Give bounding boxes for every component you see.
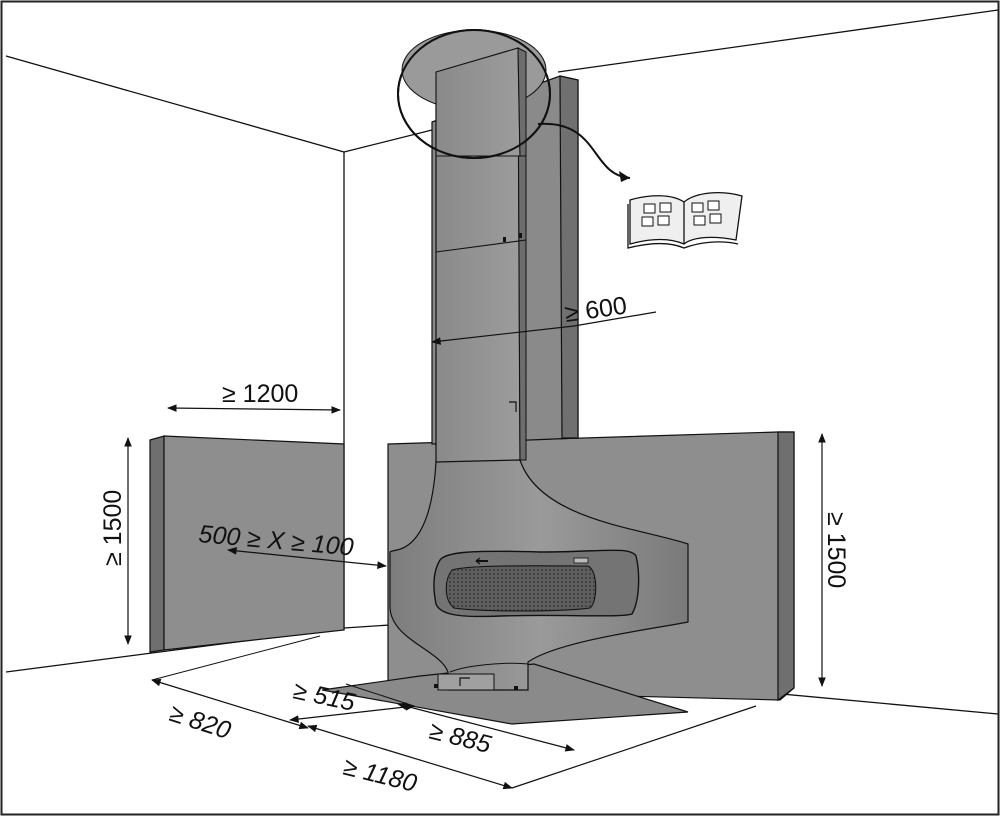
label-height-1500-right: ≥ 1500 (822, 512, 850, 588)
label-width-1200: ≥ 1200 (222, 380, 298, 408)
side-wall-panel (149, 435, 345, 653)
dim-line-1200 (167, 404, 341, 414)
open-book-icon (627, 191, 743, 249)
label-depth-1180: ≥ 1180 (341, 753, 420, 798)
dim-line-600 (431, 325, 575, 345)
detail-circle (397, 29, 631, 182)
label-height-1500-left: ≥ 1500 (99, 490, 127, 566)
label-depth-885: ≥ 885 (427, 717, 494, 759)
dim-line-1180 (307, 724, 513, 790)
dim-line-floor-diagonal (511, 705, 757, 789)
dim-line-x (227, 547, 387, 569)
dim-line-820 (151, 678, 309, 730)
dimension-lines (124, 311, 826, 790)
dim-line-515 (289, 703, 415, 723)
label-depth-515: ≥ 515 (291, 676, 358, 716)
label-depth-820: ≥ 820 (166, 699, 234, 745)
hood-front-panel (433, 549, 640, 618)
